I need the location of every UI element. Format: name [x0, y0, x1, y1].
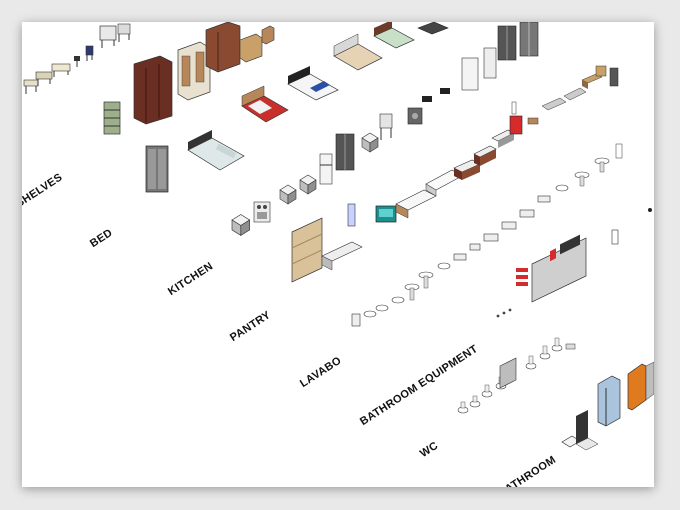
single-bed: [373, 22, 415, 49]
vanity: [453, 159, 481, 180]
basin: [519, 209, 535, 218]
wardrobe: [205, 22, 241, 73]
mirror: [611, 229, 619, 245]
basin: [351, 313, 361, 327]
double-fridge: [335, 133, 355, 171]
double-bed-beige: [333, 33, 383, 71]
stool: [74, 56, 80, 67]
toilet: [481, 384, 493, 398]
shower-door: [627, 361, 654, 411]
safe: [407, 107, 423, 125]
bathtub: [395, 189, 437, 219]
basin: [483, 233, 499, 242]
wall-panel: [531, 234, 587, 303]
box: [527, 117, 539, 125]
wardrobe: [133, 55, 173, 125]
toilet: [539, 345, 551, 360]
mirror: [615, 143, 623, 159]
bathroom-row: [561, 361, 654, 451]
sideboard: [595, 65, 607, 77]
basin: [391, 296, 405, 304]
basin: [469, 243, 481, 251]
mirror: [511, 101, 517, 115]
bench: [51, 63, 71, 77]
marker-dot: [648, 208, 652, 212]
kitchen-row: [231, 22, 539, 236]
desk: [23, 79, 39, 94]
bathroom-equipment-row: [496, 229, 619, 318]
red-cabinet: [509, 115, 523, 135]
toilet: [469, 395, 481, 408]
towel-rail: [496, 308, 512, 318]
vanity: [541, 97, 567, 111]
basin: [453, 253, 467, 261]
basin: [363, 310, 377, 318]
washer: [231, 214, 250, 236]
basin: [375, 304, 389, 312]
double-bed-red: [241, 85, 289, 123]
microwave: [361, 132, 379, 153]
tall-box: [609, 67, 619, 87]
dishwasher: [279, 184, 297, 205]
stove: [253, 201, 271, 223]
pedestal-sink: [418, 271, 434, 289]
toilet: [525, 355, 537, 370]
bed-frame: [417, 22, 449, 35]
fridge: [461, 57, 479, 91]
lavabo-row: [351, 143, 652, 327]
shower-wall: [575, 410, 599, 451]
pantry-row: [291, 65, 619, 283]
shower-cabin: [597, 375, 621, 427]
armchair: [99, 25, 117, 48]
double-bed-blue: [287, 66, 339, 101]
wall-panel: [291, 217, 323, 283]
sink-counter: [321, 241, 363, 271]
basin: [555, 184, 569, 192]
double-fridge: [519, 22, 539, 57]
desk: [35, 71, 53, 86]
nightstand: [261, 25, 275, 45]
washer: [299, 174, 317, 195]
cooktop: [422, 96, 432, 102]
bed-row: [145, 22, 449, 193]
chair: [85, 45, 94, 61]
pedestal-sink: [574, 171, 590, 187]
wardrobe: [177, 41, 211, 101]
basin: [437, 262, 451, 270]
cooktop: [440, 88, 450, 94]
red-shelves: [516, 268, 528, 286]
basin: [501, 221, 517, 230]
dresser: [239, 33, 263, 63]
toilet: [457, 401, 469, 414]
furniture-catalog-drawing: [23, 22, 654, 451]
double-fridge: [497, 25, 517, 61]
fridge: [319, 153, 333, 185]
vanity: [473, 145, 497, 166]
chair: [117, 23, 131, 42]
floor-drain: [565, 343, 576, 350]
shelf-unit: [103, 101, 121, 135]
vanity: [563, 87, 587, 101]
toilet: [551, 337, 563, 352]
teal-cabinet: [375, 205, 397, 223]
pedestal-sink: [594, 157, 610, 173]
fridge: [483, 47, 497, 79]
tall-cabinet: [145, 145, 169, 193]
pedestal-sink: [404, 283, 420, 301]
shelves-row: [23, 22, 275, 135]
bathtub: [425, 169, 463, 197]
dining-chair: [379, 113, 393, 140]
mirror: [347, 203, 356, 227]
drawing-sheet: SHELVES BED KITCHEN PANTRY LAVABO BATHRO…: [22, 22, 654, 487]
double-bed: [187, 130, 245, 171]
wc-row: [457, 337, 576, 414]
basin: [537, 195, 551, 203]
partition: [499, 357, 517, 389]
